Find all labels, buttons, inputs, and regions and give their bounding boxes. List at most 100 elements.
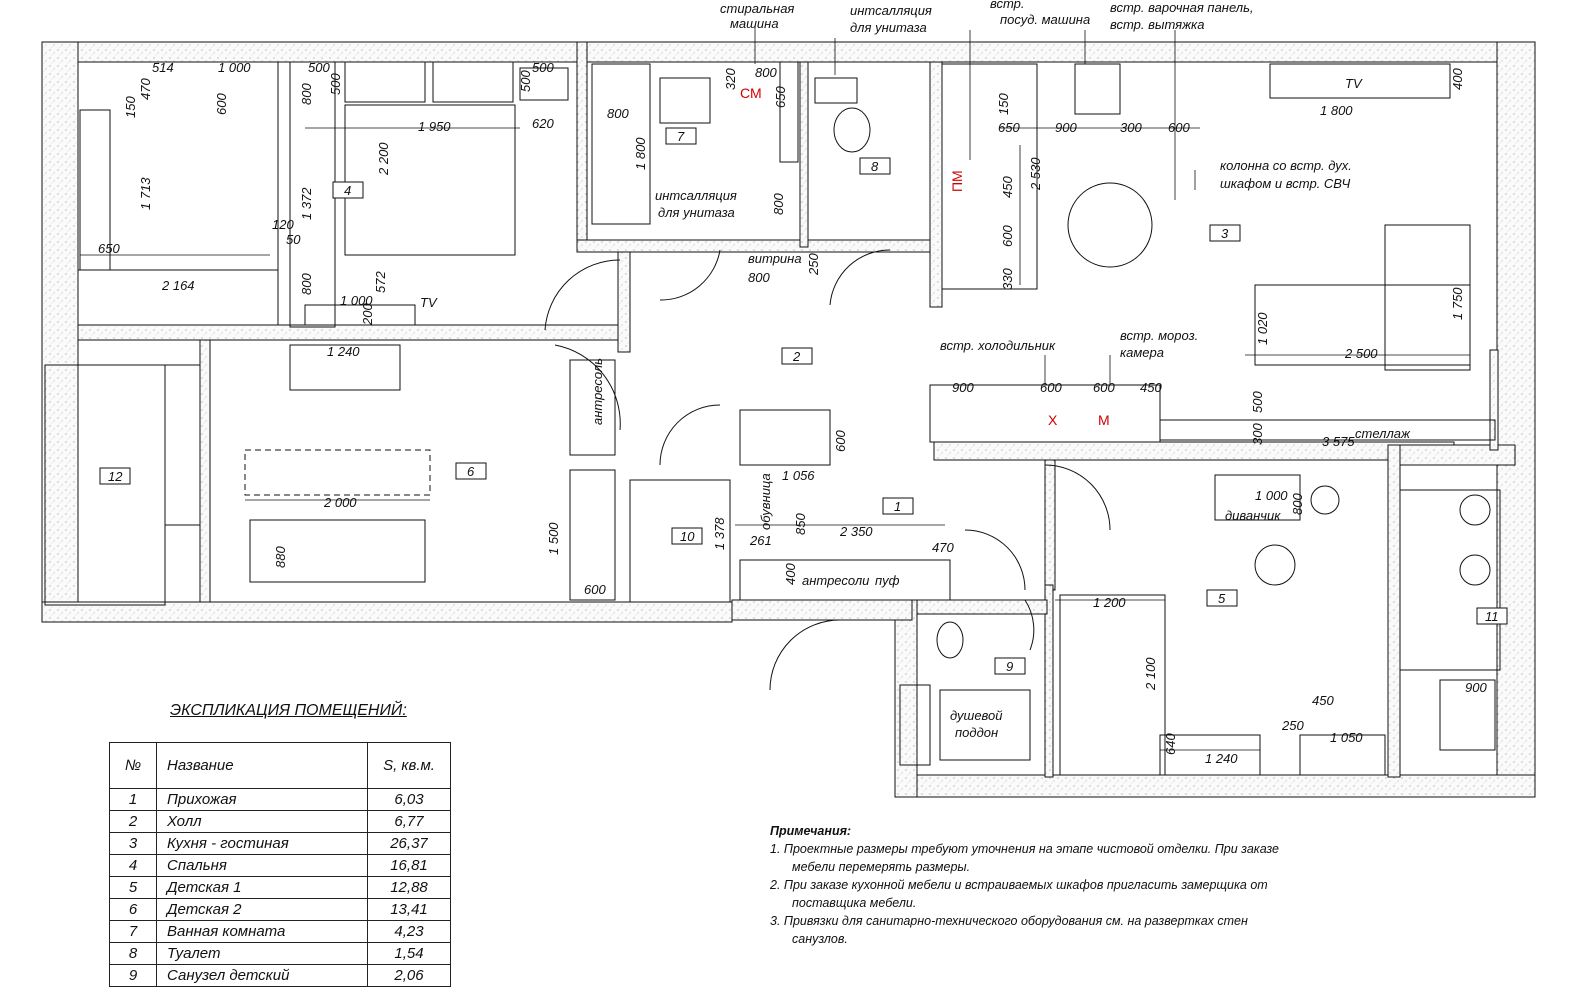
dimension-label: 620 (532, 116, 554, 131)
dimension-label: 1 056 (782, 468, 815, 483)
col-area-header: S, кв.м. (367, 742, 451, 789)
dimension-label: 50 (286, 232, 301, 247)
dimension-label: 400 (783, 563, 798, 585)
tv-kitchen-label: TV (1345, 76, 1363, 91)
dimension-label: 3 575 (1322, 434, 1355, 449)
dimension-label: 1 000 (1255, 488, 1288, 503)
note-item: 1. Проектные размеры требуют уточнения н… (770, 842, 1280, 874)
furniture (44, 61, 1501, 776)
room-number-7: 7 (677, 129, 685, 144)
room-number-8: 8 (871, 159, 879, 174)
room-number-2: 2 (792, 349, 801, 364)
dimension-label: 1 500 (546, 522, 561, 555)
room-number-9: 9 (1006, 659, 1013, 674)
dimension-label: 500 (308, 60, 330, 75)
dimension-label: 1 713 (138, 177, 153, 210)
doors (544, 249, 1111, 691)
dimension-label: 470 (932, 540, 954, 555)
freezer-mark: М (1098, 412, 1110, 428)
dimension-label: 500 (328, 73, 343, 95)
vitrina-label: витрина (748, 251, 802, 266)
dimension-label: 450 (1000, 176, 1015, 198)
toilet-install-bath-callout-2: для унитаза (658, 205, 735, 220)
stellazh-label: стеллаж (1355, 426, 1411, 441)
obuvnitsa-label: обувница (758, 473, 773, 530)
room-number-12: 12 (108, 469, 123, 484)
fridge-callout: встр. холодильник (940, 338, 1056, 353)
freezer-callout-1: встр. мороз. (1120, 328, 1198, 343)
antresol-label: антресоль (590, 358, 605, 425)
oven-column-callout-1: колонна со встр. дух. (1220, 158, 1352, 173)
dimension-label: 1 020 (1255, 312, 1270, 345)
dimension-lines (80, 30, 1470, 751)
room-tags (99, 127, 1508, 675)
dimension-label: 572 (373, 271, 388, 293)
dishwasher-callout-1: встр. (990, 0, 1025, 11)
dimension-labels: 514 1 000 470 150 600 1 713 650 2 164 12… (98, 60, 1487, 766)
dimension-label: 2 530 (1028, 157, 1043, 191)
fridge-mark: Х (1048, 412, 1058, 428)
dimension-label: 800 (1290, 493, 1305, 515)
room-number-11: 11 (1485, 609, 1499, 624)
room-number-6: 6 (467, 464, 475, 479)
dishwasher-callout-2: посуд. машина (1000, 12, 1090, 27)
explication-title: ЭКСПЛИКАЦИЯ ПОМЕЩЕНИЙ: (170, 702, 407, 719)
dimension-label: 1 000 (218, 60, 251, 75)
dimension-label: 200 (360, 303, 375, 326)
dimension-label: 2 100 (1143, 657, 1158, 691)
dimension-label: 900 (952, 380, 974, 395)
dimension-label: 880 (273, 546, 288, 568)
exterior-walls (41, 41, 1536, 798)
freezer-callout-2: камера (1120, 345, 1164, 360)
dimension-label: 600 (1000, 225, 1015, 247)
dimension-label: 650 (98, 241, 120, 256)
dimension-label: 1 800 (633, 137, 648, 170)
dimension-label: 800 (299, 273, 314, 295)
dimension-label: 2 500 (1344, 346, 1378, 361)
leader-lines (754, 28, 1196, 385)
toilet-install-bath-callout-1: интсалляция (655, 188, 737, 203)
dimension-label: 600 (1040, 380, 1062, 395)
dimension-label: 600 (1093, 380, 1115, 395)
room-number-1: 1 (894, 499, 901, 514)
dimension-label: 261 (749, 533, 772, 548)
toilet-install-callout-1: интсалляция (850, 3, 932, 18)
dimension-label: 250 (1281, 718, 1304, 733)
washing-machine-callout-2: машина (730, 16, 779, 31)
dimension-label: 1 800 (1320, 103, 1353, 118)
dimension-label: 250 (806, 253, 821, 276)
notes-title: Примечания: (770, 824, 852, 838)
dimension-label: 1 200 (1093, 595, 1126, 610)
dimension-label: 330 (1000, 268, 1015, 290)
dimension-label: 900 (1465, 680, 1487, 695)
note-item: 2. При заказе кухонной мебели и встраива… (770, 878, 1268, 910)
dimension-label: 800 (607, 106, 629, 121)
dimension-label: 300 (1120, 120, 1142, 135)
dimension-label: 600 (1168, 120, 1190, 135)
tv-bedroom-label: TV (420, 295, 438, 310)
notes-block: Примечания: 1. Проектные размеры требуют… (770, 822, 1330, 948)
hob-callout-1: встр. варочная панель, (1110, 0, 1254, 15)
dimension-label: 1 378 (712, 517, 727, 550)
dimension-label: 2 200 (376, 142, 391, 176)
note-item: 3. Привязки для санитарно-технического о… (770, 914, 1248, 946)
dimension-label: 800 (755, 65, 777, 80)
dimension-label: 850 (793, 513, 808, 535)
dimension-label: 900 (1055, 120, 1077, 135)
dimension-label: 120 (272, 217, 294, 232)
antresoli-label: антресоли (802, 573, 869, 588)
divanchik-label: диванчик (1225, 508, 1281, 523)
washing-machine-mark: СМ (740, 85, 762, 101)
dimension-label: 514 (152, 60, 174, 75)
interior-walls (77, 41, 1516, 778)
dimension-label: 500 (518, 70, 533, 92)
dimension-label: 800 (748, 270, 770, 285)
